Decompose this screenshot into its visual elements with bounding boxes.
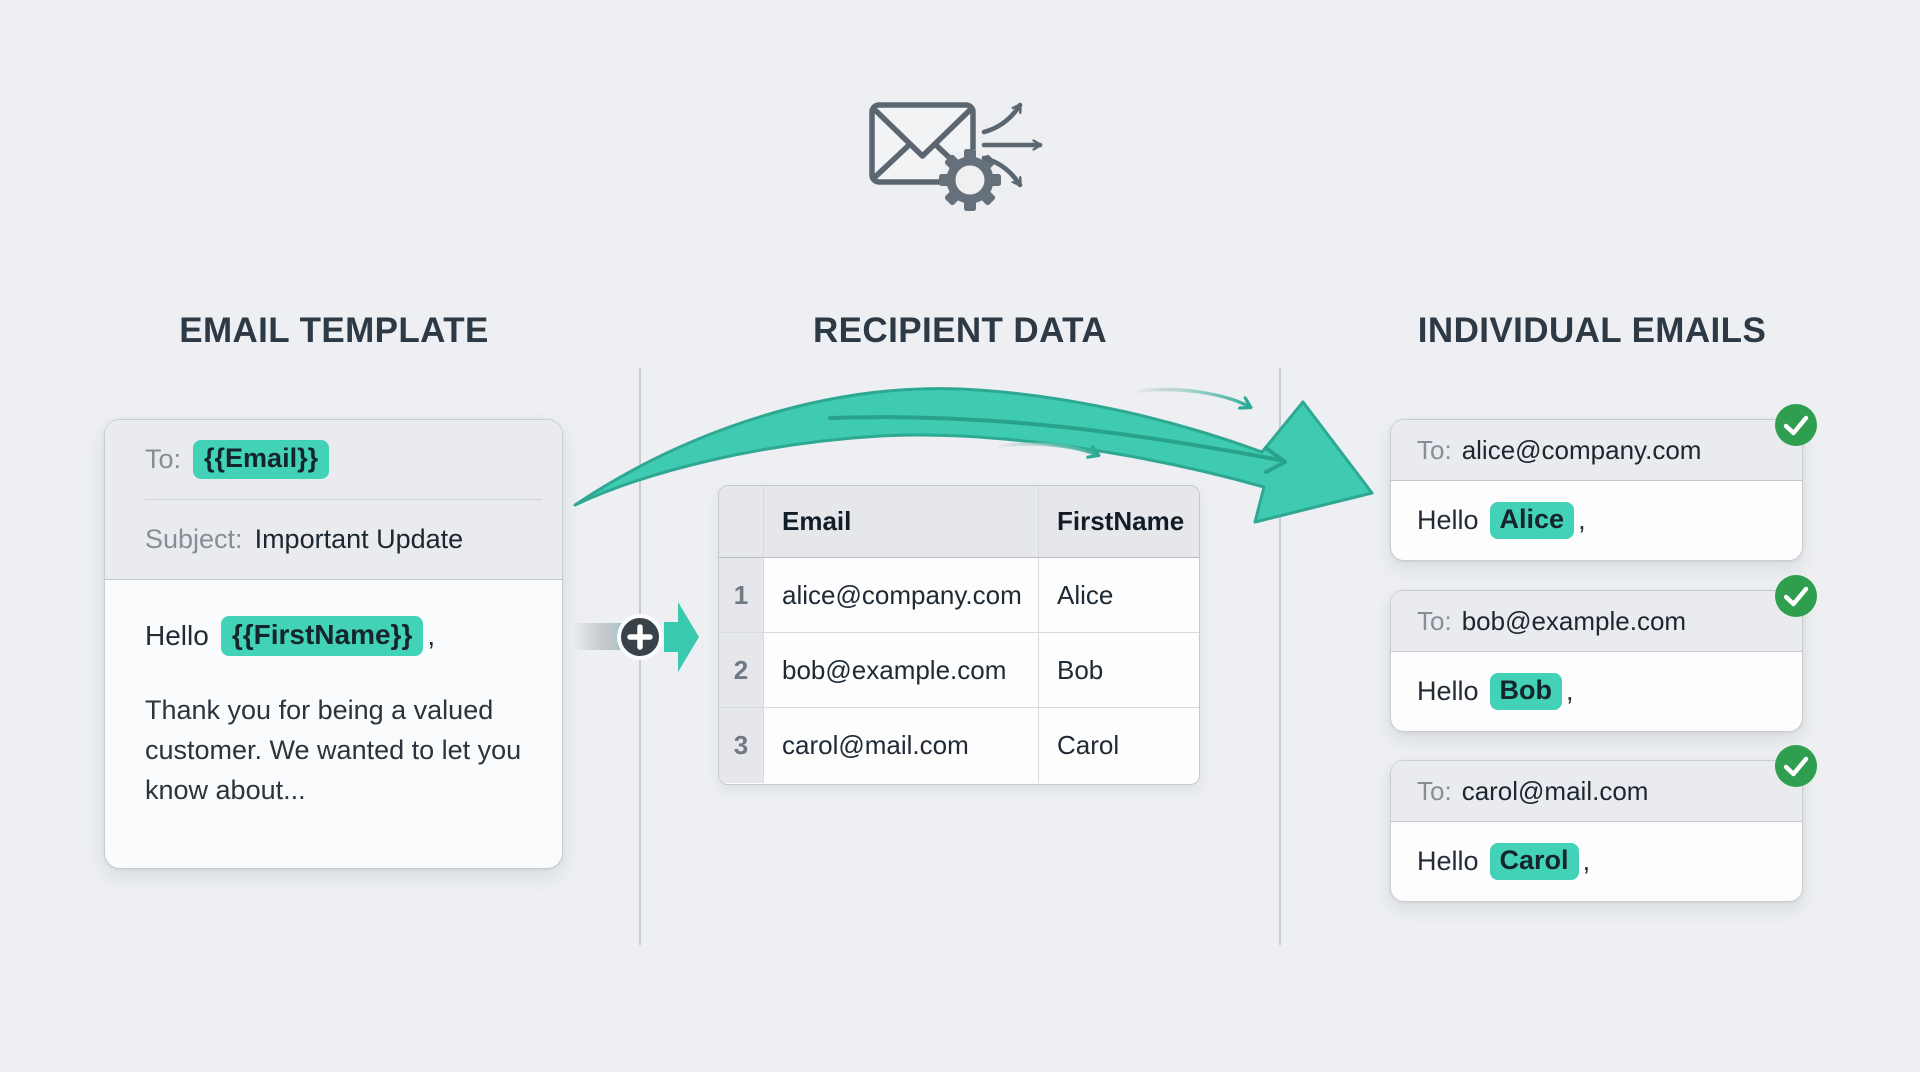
table-header-firstname: FirstName <box>1039 486 1199 558</box>
to-value: bob@example.com <box>1461 605 1687 636</box>
to-label: To: <box>1417 775 1452 806</box>
table-cell-firstname: Bob <box>1039 633 1199 708</box>
name-chip: Carol <box>1489 842 1579 880</box>
check-circle-icon <box>1775 745 1817 787</box>
to-value: carol@mail.com <box>1461 775 1649 806</box>
greeting-suffix: , <box>1566 675 1574 706</box>
recipient-table: Email FirstName 1 alice@company.com Alic… <box>718 485 1200 785</box>
greeting-suffix: , <box>427 620 436 651</box>
column-title-email-template: EMAIL TEMPLATE <box>179 311 489 350</box>
table-cell-email: bob@example.com <box>764 633 1039 708</box>
greeting-prefix: Hello <box>145 620 209 651</box>
email-greeting: Hello Bob , <box>1391 652 1802 730</box>
template-greeting: Hello {{FirstName}} , <box>145 616 522 656</box>
row-number: 1 <box>719 558 764 633</box>
name-chip: Bob <box>1489 672 1563 710</box>
plus-circle-icon <box>573 602 699 672</box>
email-template-card: To: {{Email}} Subject: Important Update … <box>104 419 563 869</box>
to-label: To: <box>145 444 182 474</box>
subject-value: Important Update <box>254 524 464 554</box>
subject-label: Subject: <box>145 524 243 554</box>
table-cell-firstname: Carol <box>1039 708 1199 783</box>
table-corner-cell <box>719 486 764 558</box>
to-label: To: <box>1417 434 1452 465</box>
envelope-gear-fanout-icon <box>869 102 1043 211</box>
template-subject-row: Subject: Important Update <box>105 500 562 579</box>
template-body-text: Thank you for being a valued customer. W… <box>145 695 522 805</box>
individual-email-card: To: bob@example.com Hello Bob , <box>1390 575 1817 732</box>
name-chip: Alice <box>1489 501 1575 539</box>
email-to-row: To: alice@company.com <box>1391 420 1802 481</box>
template-header: To: {{Email}} Subject: Important Update <box>105 420 562 580</box>
table-header-email: Email <box>764 486 1039 558</box>
greeting-suffix: , <box>1578 504 1586 535</box>
greeting-prefix: Hello <box>1417 504 1479 535</box>
to-label: To: <box>1417 605 1452 636</box>
table-cell-email: carol@mail.com <box>764 708 1039 783</box>
email-merge-field-chip: {{Email}} <box>193 440 330 479</box>
row-number: 3 <box>719 708 764 783</box>
firstname-merge-field-chip: {{FirstName}} <box>220 616 424 656</box>
check-circle-icon <box>1775 404 1817 446</box>
row-number: 2 <box>719 633 764 708</box>
table-cell-firstname: Alice <box>1039 558 1199 633</box>
column-divider <box>1279 368 1281 945</box>
template-to-row: To: {{Email}} <box>105 420 562 499</box>
individual-email-card: To: alice@company.com Hello Alice , <box>1390 404 1817 561</box>
fanout-arrows-icon <box>981 102 1043 188</box>
email-to-row: To: bob@example.com <box>1391 591 1802 652</box>
greeting-suffix: , <box>1582 845 1591 876</box>
small-arrow-icon <box>993 387 1250 455</box>
greeting-prefix: Hello <box>1417 675 1479 706</box>
to-value: alice@company.com <box>1461 434 1702 465</box>
gear-icon <box>939 149 1001 211</box>
email-greeting: Hello Carol , <box>1391 822 1802 900</box>
column-title-individual-emails: INDIVIDUAL EMAILS <box>1417 311 1767 350</box>
table-cell-email: alice@company.com <box>764 558 1039 633</box>
email-to-row: To: carol@mail.com <box>1391 761 1802 822</box>
individual-email-card: To: carol@mail.com Hello Carol , <box>1390 745 1817 902</box>
check-circle-icon <box>1775 575 1817 617</box>
column-divider <box>639 368 641 945</box>
email-greeting: Hello Alice , <box>1391 481 1802 559</box>
greeting-prefix: Hello <box>1417 845 1479 876</box>
column-title-recipient-data: RECIPIENT DATA <box>812 311 1108 350</box>
template-body: Hello {{FirstName}} , Thank you for bein… <box>105 580 562 810</box>
field-divider <box>145 499 542 500</box>
